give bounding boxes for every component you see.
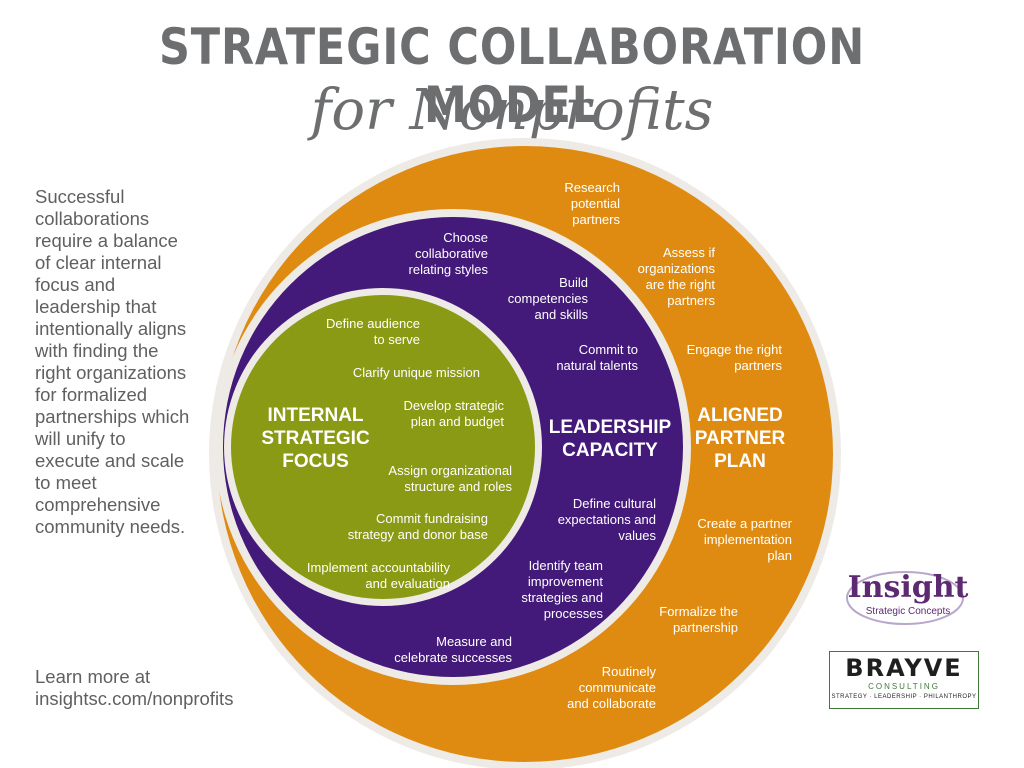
outer-item-6: Routinely communicate and collaborate <box>567 664 656 711</box>
middle-item-4: Define cultural expectations and values <box>557 496 656 543</box>
page-title: STRATEGIC COLLABORATION MODEL <box>158 18 866 134</box>
outer-item-1: Research potential partners <box>564 180 620 227</box>
middle-item-3: Commit to natural talents <box>556 342 638 373</box>
outer-item-4: Create a partner implementation plan <box>697 516 792 563</box>
inner-ring <box>231 295 535 599</box>
middle-ring-title: LEADERSHIP CAPACITY <box>548 417 672 461</box>
inner-ring-title: INTERNAL STRATEGIC FOCUS <box>261 405 370 472</box>
inner-item-4: Assign organizational structure and role… <box>388 463 512 494</box>
insight-logo-sub: Strategic Concepts <box>865 606 951 617</box>
inner-item-1: Define audience to serve <box>326 316 420 347</box>
middle-item-6: Measure and celebrate successes <box>394 634 512 665</box>
insight-logo: Insight Strategic Concepts <box>833 562 983 632</box>
middle-item-1: Choose collaborative relating styles <box>408 230 488 277</box>
outer-item-3: Engage the right partners <box>686 342 782 373</box>
inner-item-5: Commit fundraising strategy and donor ba… <box>347 511 488 542</box>
middle-item-2: Build competencies and skills <box>507 275 588 322</box>
intro-text: Successful collaborations require a bala… <box>35 186 190 537</box>
inner-item-3: Develop strategic plan and budget <box>403 398 504 429</box>
outer-item-2: Assess if organizations are the right pa… <box>637 245 715 308</box>
insight-swoosh-icon <box>846 571 964 625</box>
brayve-logo-sub: CONSULTING <box>868 682 940 691</box>
outer-item-5: Formalize the partnership <box>659 604 738 635</box>
inner-item-6: Implement accountability and evaluation <box>306 560 450 591</box>
middle-item-5: Identify team improvement strategies and… <box>521 558 603 621</box>
learn-more-text: Learn more at insightsc.com/nonprofits <box>35 666 234 709</box>
brayve-logo-word: BRAYVE <box>845 654 963 682</box>
brayve-logo: BRAYVE CONSULTING STRATEGY · LEADERSHIP … <box>829 651 979 709</box>
brayve-logo-tagline: STRATEGY · LEADERSHIP · PHILANTHROPY <box>831 694 977 700</box>
insight-logo-word: Insight <box>847 570 969 605</box>
page-subtitle: for Nonprofits <box>310 78 714 143</box>
inner-item-2: Clarify unique mission <box>352 365 480 380</box>
outer-ring-title: ALIGNED PARTNER PLAN <box>694 405 786 472</box>
